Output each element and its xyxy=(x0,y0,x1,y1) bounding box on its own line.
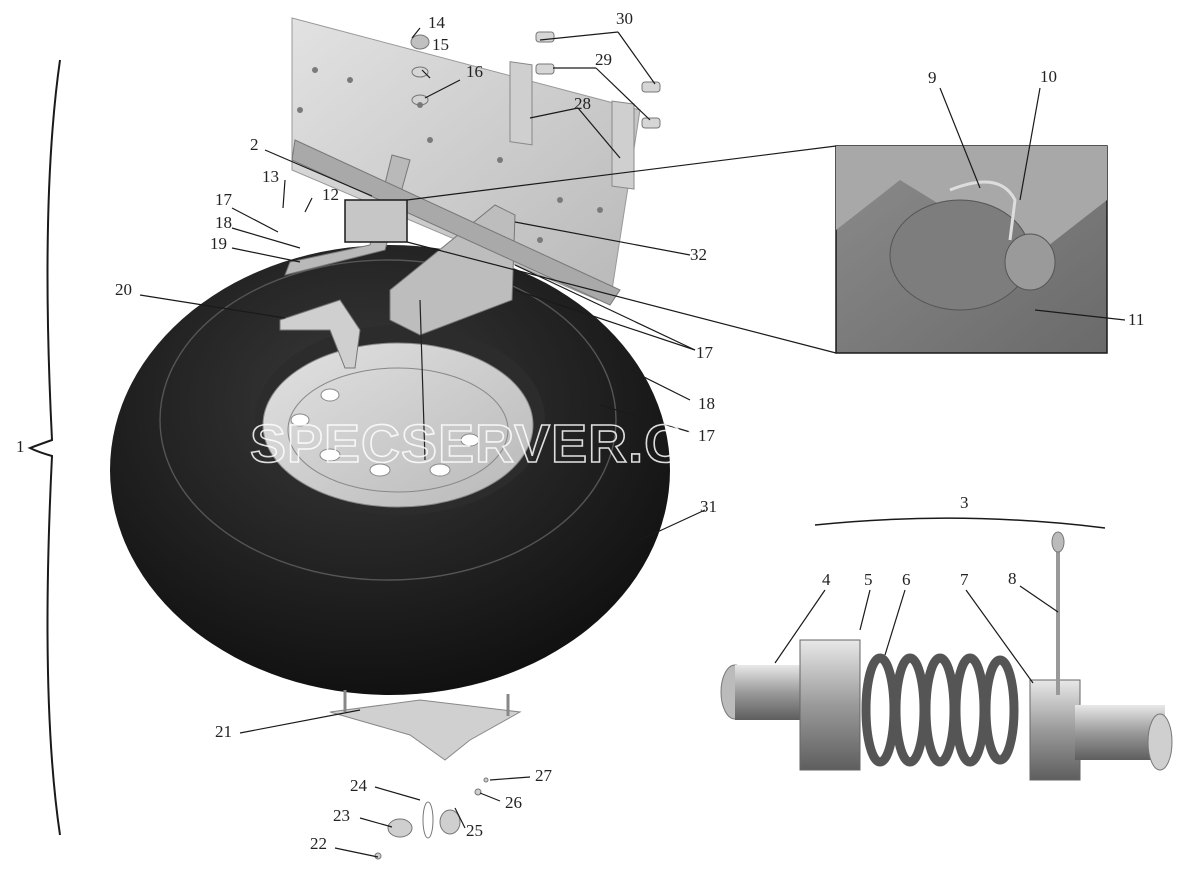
small-parts xyxy=(374,777,489,860)
bottom-plate-21 xyxy=(329,699,522,761)
label-27: 27 xyxy=(535,766,553,785)
shaft-assembly xyxy=(720,531,1173,781)
tire-sidewall-line xyxy=(159,259,617,581)
label-9: 9 xyxy=(928,68,937,87)
label-2: 2 xyxy=(250,135,259,154)
inset-leader-bottom xyxy=(406,241,837,354)
label-16: 16 xyxy=(466,62,483,81)
label-26: 26 xyxy=(505,793,522,812)
hook-arm-20 xyxy=(279,299,361,369)
watermark-text: SPECSERVER.COM xyxy=(250,414,773,474)
label-8: 8 xyxy=(1008,569,1017,588)
label-3: 3 xyxy=(960,493,969,512)
inset-leader-top xyxy=(406,145,837,201)
wheel-holes xyxy=(290,388,480,477)
label-23: 23 xyxy=(333,806,350,825)
label-21: 21 xyxy=(215,722,232,741)
leader-lines xyxy=(139,27,1126,858)
label-7: 7 xyxy=(960,570,969,589)
label-14: 14 xyxy=(428,13,446,32)
label-18-left: 18 xyxy=(215,213,232,232)
label-6: 6 xyxy=(902,570,911,589)
inset-clip xyxy=(949,180,1017,241)
label-24: 24 xyxy=(350,776,368,795)
label-17-lower: 17 xyxy=(698,426,716,445)
callout-labels: 1 2 3 4 5 6 7 8 9 10 11 12 13 14 15 16 1… xyxy=(16,9,1144,853)
label-4: 4 xyxy=(822,570,831,589)
rail-bar xyxy=(291,139,621,306)
carrier-bracket-2 xyxy=(284,154,411,276)
label-15: 15 xyxy=(432,35,449,54)
label-28: 28 xyxy=(574,94,591,113)
cable xyxy=(419,299,426,461)
assembly-brace xyxy=(27,59,61,836)
detail-window xyxy=(344,199,408,243)
label-12: 12 xyxy=(322,185,339,204)
label-13: 13 xyxy=(262,167,279,186)
label-32: 32 xyxy=(690,245,707,264)
label-31: 31 xyxy=(700,497,717,516)
label-18-right: 18 xyxy=(698,394,715,413)
bracket-strip-left xyxy=(509,61,533,146)
label-10: 10 xyxy=(1040,67,1057,86)
label-17-left: 17 xyxy=(215,190,233,209)
label-17-right: 17 xyxy=(696,343,714,362)
label-30: 30 xyxy=(616,9,633,28)
wheel-inner-ring xyxy=(287,367,509,493)
bracket-strip-right xyxy=(611,100,635,190)
label-29: 29 xyxy=(595,50,612,69)
label-11: 11 xyxy=(1128,310,1144,329)
wheel-disc xyxy=(262,342,534,508)
bolts-group xyxy=(410,31,661,129)
inset-pin-head xyxy=(1004,233,1056,291)
subassembly-brace-3 xyxy=(814,517,1106,529)
label-25: 25 xyxy=(466,821,483,840)
label-20: 20 xyxy=(115,280,132,299)
label-19: 19 xyxy=(210,234,227,253)
label-1: 1 xyxy=(16,437,25,456)
label-22: 22 xyxy=(310,834,327,853)
plate-holes xyxy=(297,67,603,243)
label-5: 5 xyxy=(864,570,873,589)
